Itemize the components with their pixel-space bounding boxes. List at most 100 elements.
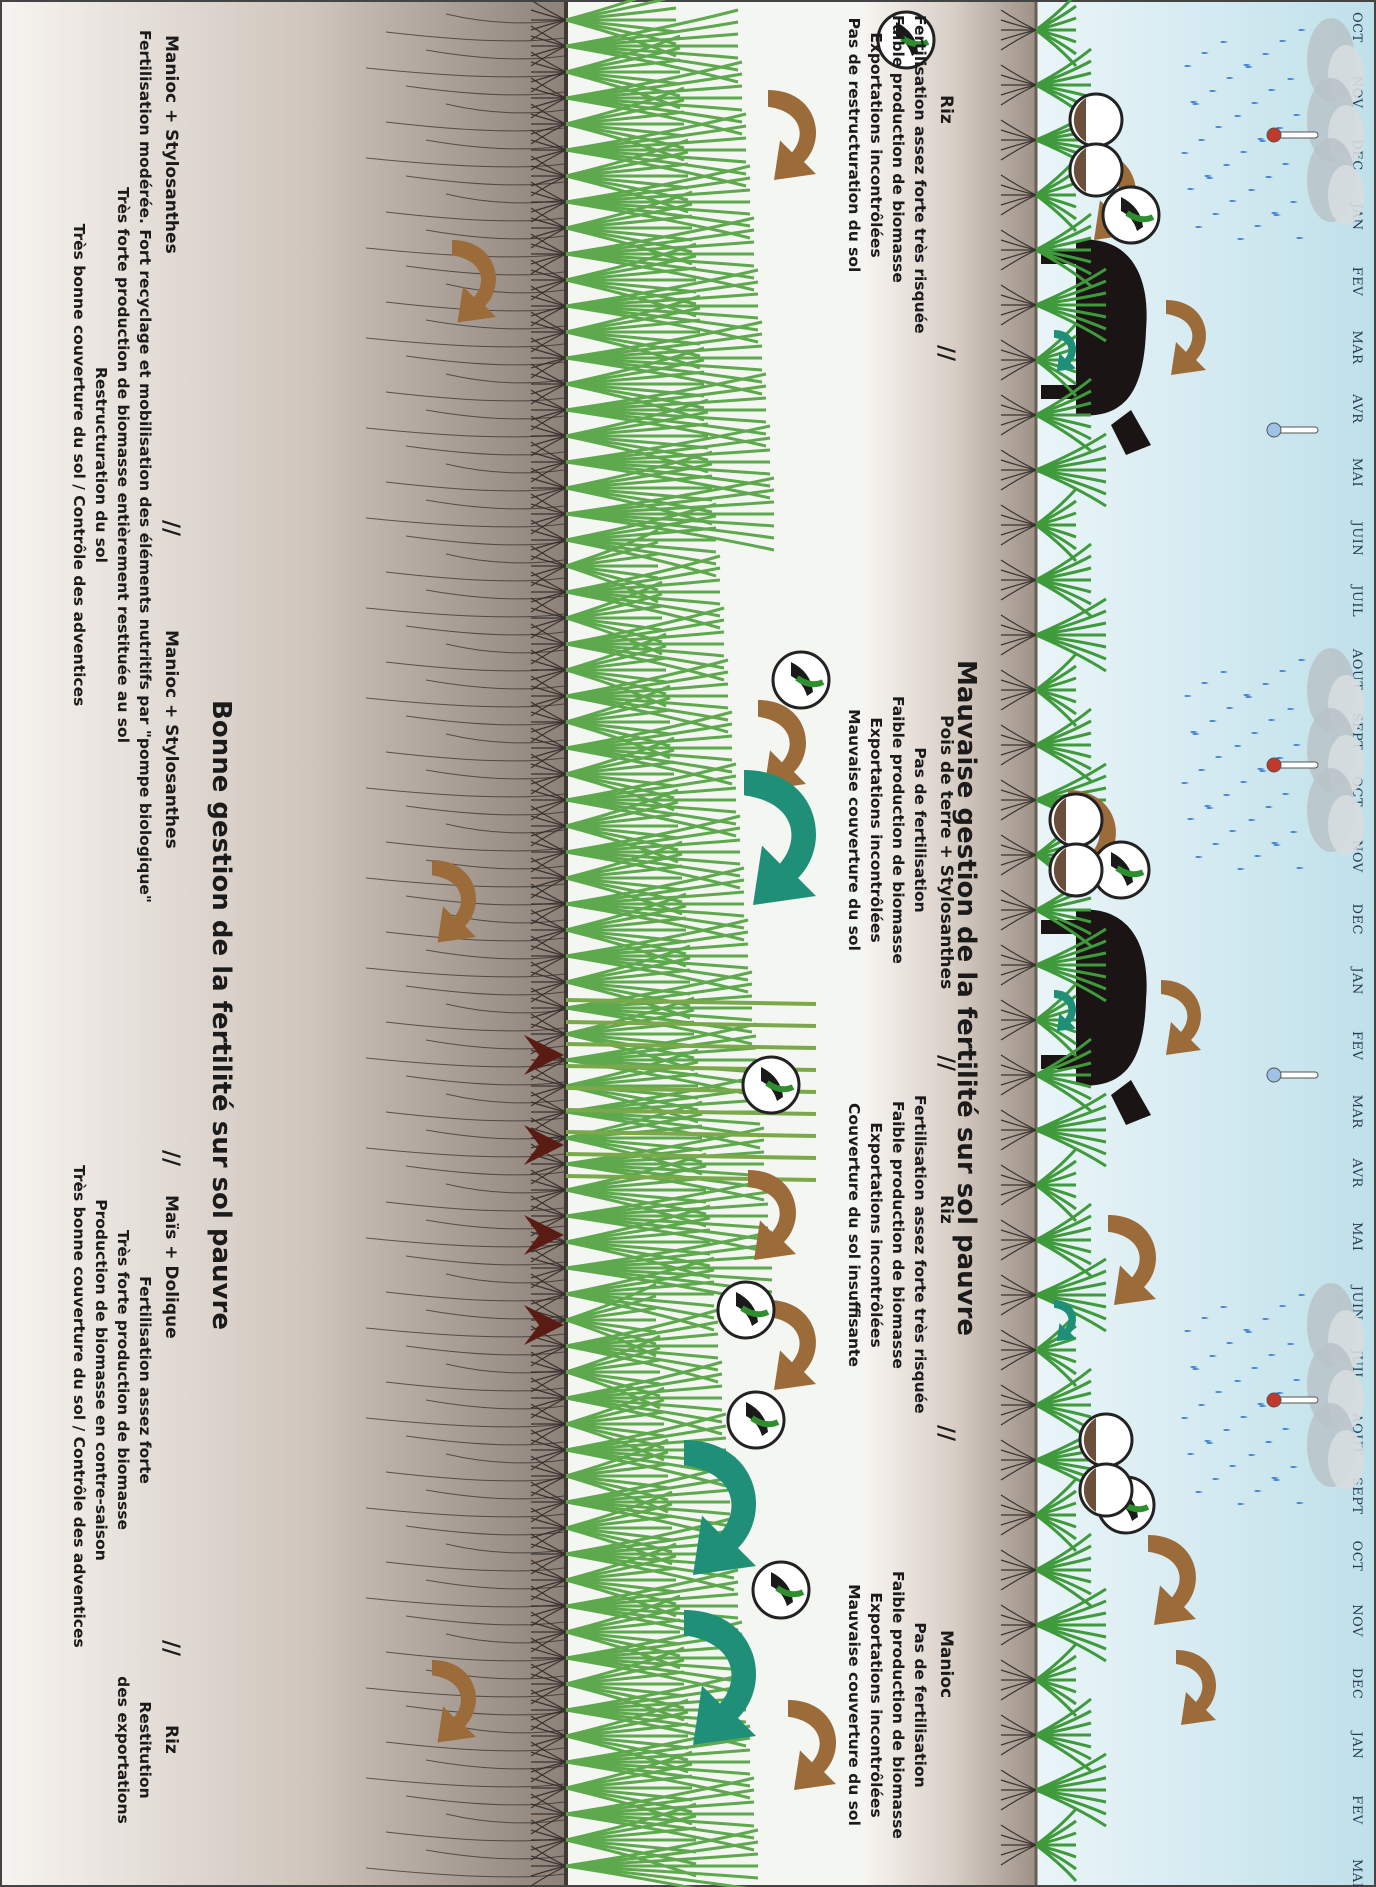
root-line: [406, 1526, 564, 1535]
crop-plant: [1001, 1204, 1091, 1276]
root-line: [366, 1418, 564, 1427]
root-line: [366, 338, 564, 347]
root-line: [446, 734, 564, 743]
bad-crop-1-line-4: Pas de restructuration du sol: [843, 15, 865, 275]
nutrient-arrow-icon: [1176, 1650, 1216, 1725]
soil-sample-icon: [1050, 794, 1102, 846]
good-crop-1-line-3: Restructuration du sol: [90, 30, 112, 900]
bad-crop-3-line-1: Fertilisation assez forte très risquée: [909, 1095, 931, 1375]
crop-plant: [1001, 1369, 1091, 1441]
harvest-hand-icon: [1103, 187, 1159, 243]
rich-crop-row: [531, 0, 774, 1887]
root-line: [406, 716, 564, 725]
crop-plant: [1001, 599, 1106, 671]
bad-crop-4-desc: Pas de fertilisation Faible production d…: [843, 1570, 931, 1840]
bad-crop-4-line-4: Mauvaise couverture du sol: [843, 1570, 865, 1840]
root-line: [426, 1490, 564, 1499]
bad-crop-1-line-2: Faible production de biomasse: [887, 15, 909, 275]
nutrient-arrow-icon: [744, 770, 816, 905]
harvest-hand-icon: [753, 1562, 809, 1618]
manioc-tuft: [524, 1125, 564, 1165]
nutrient-arrow-icon: [1148, 1535, 1196, 1625]
crop-plant: [1001, 1039, 1091, 1111]
root-line: [426, 1580, 564, 1589]
root-line: [426, 680, 564, 689]
bad-separator-1: //: [933, 345, 958, 361]
soil-sample-icon: [1080, 1464, 1132, 1516]
root-line: [406, 356, 564, 365]
harvest-hand-icon: [728, 1392, 784, 1448]
good-crop-1-name: Manioc + Stylosanthes: [161, 35, 181, 254]
root-line: [446, 194, 564, 203]
crop-plant: [1001, 544, 1091, 616]
crop-plant: [1001, 1259, 1106, 1331]
harvest-hand-icon: [743, 1057, 799, 1113]
crop-plant: [1001, 1534, 1091, 1606]
crop-plant: [1001, 489, 1076, 561]
good-crop-2-name: Manioc + Stylosanthes: [161, 630, 181, 849]
good-crop-3-line-1: Fertilisation assez forte: [134, 1165, 156, 1595]
crop-plant: [1001, 269, 1106, 341]
good-separator-2: //: [158, 1150, 183, 1166]
bad-crop-1-name: Riz: [936, 95, 956, 124]
good-separator-1: //: [158, 520, 183, 536]
root-line: [426, 1850, 564, 1859]
crop-plant: [1001, 929, 1106, 1001]
good-crop-3-name: Maïs + Dolique: [161, 1195, 181, 1339]
crop-plant: [1001, 1589, 1106, 1661]
soil-sample-icon: [1070, 94, 1122, 146]
thermometer-icon: [1267, 1068, 1318, 1082]
soil-sample-icon: [1070, 144, 1122, 196]
root-line: [446, 464, 564, 473]
crop-plant: [1001, 1644, 1076, 1716]
root-line: [386, 1292, 564, 1301]
crop-plant: [1001, 709, 1091, 781]
harvest-hand-icon: [773, 652, 829, 708]
good-crop-1-desc: Fertilisation modérée. Fort recyclage et…: [68, 30, 156, 900]
thermometer-icon: [1267, 423, 1318, 437]
good-crop-4-line-2: des exportations: [112, 1660, 134, 1840]
good-crop-3-line-2: Très forte production de biomasse: [112, 1165, 134, 1595]
bad-crop-4-line-1: Pas de fertilisation: [909, 1570, 931, 1840]
crop-plant: [1001, 159, 1076, 231]
root-line: [366, 698, 564, 707]
crop-plant: [1001, 214, 1091, 286]
bad-crop-4-line-3: Exportations incontrôlées: [865, 1570, 887, 1840]
bad-crop-2-desc: Pas de fertilisation Faible production d…: [843, 685, 931, 975]
crop-plant: [1001, 654, 1076, 726]
harvest-hand-icon: [718, 1282, 774, 1338]
crop-plant: [1001, 1149, 1076, 1221]
root-line: [426, 410, 564, 419]
root-line: [366, 1868, 564, 1877]
bad-crop-3-desc: Fertilisation assez forte très risquée F…: [843, 1095, 931, 1375]
bad-separator-3: //: [933, 1425, 958, 1441]
bad-crop-2-name: Pois de terre + Stylosanthes: [936, 715, 956, 989]
good-crop-3-desc: Fertilisation assez forte Très forte pro…: [68, 1165, 156, 1595]
bad-crop-3-line-3: Exportations incontrôlées: [865, 1095, 887, 1375]
crop-plant: [1001, 1094, 1106, 1166]
root-line: [446, 1634, 564, 1643]
bad-crop-3-line-2: Faible production de biomasse: [887, 1095, 909, 1375]
bad-crop-3-line-4: Couverture du sol insuffisante: [843, 1095, 865, 1375]
crop-plant: [1001, 1314, 1076, 1386]
crop-plant: [1001, 1754, 1106, 1826]
soil-sample-icon: [1050, 844, 1102, 896]
bad-crop-1-line-3: Exportations incontrôlées: [865, 15, 887, 275]
root-line: [426, 950, 564, 959]
good-crop-4-name: Riz: [161, 1725, 181, 1754]
nutrient-arrow-icon: [768, 90, 816, 180]
good-crop-4-line-1: Restitution: [134, 1660, 156, 1840]
nutrient-arrow-icon: [1166, 300, 1206, 375]
bad-crop-2-line-3: Exportations incontrôlées: [865, 685, 887, 975]
good-management-title: Bonne gestion de la fertilité sur sol pa…: [206, 700, 236, 1330]
good-crop-3-line-4: Très bonne couverture du sol / Contrôle …: [68, 1165, 90, 1595]
root-line: [426, 320, 564, 329]
good-crop-1-line-4: Très bonne couverture du sol / Contrôle …: [68, 30, 90, 900]
good-separator-3: //: [158, 1640, 183, 1656]
root-line: [406, 1076, 564, 1085]
good-crop-3-line-3: Production de biomasse en contre-saison: [90, 1165, 112, 1595]
nutrient-arrow-icon: [432, 1660, 476, 1743]
crop-plant: [1001, 1809, 1076, 1881]
root-line: [386, 482, 564, 491]
bad-crop-2-line-2: Faible production de biomasse: [887, 685, 909, 975]
